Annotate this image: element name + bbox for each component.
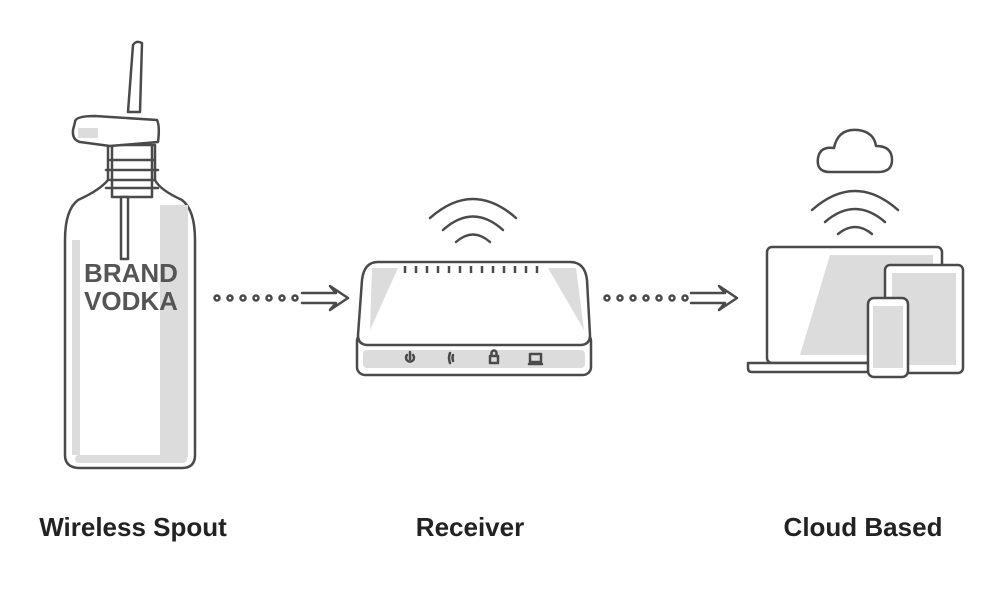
computer-icon	[528, 352, 543, 364]
label-cloud-based: Cloud Based	[783, 512, 943, 542]
dotted-arrow-2	[603, 284, 739, 312]
cloud-devices-icon	[746, 128, 965, 379]
power-icon	[404, 350, 416, 363]
brand-line-1: BRAND	[84, 258, 178, 288]
brand-line-2: VODKA	[84, 286, 178, 316]
router-icon	[355, 197, 593, 377]
dotted-arrow-1	[213, 284, 350, 312]
wireless-icon	[447, 351, 455, 365]
cloud-icon	[816, 128, 894, 174]
label-wireless-spout: Wireless Spout	[39, 512, 227, 542]
bottle-with-spout-icon: BRAND VODKA	[63, 40, 197, 470]
label-receiver: Receiver	[415, 512, 525, 542]
lock-icon	[488, 354, 500, 365]
